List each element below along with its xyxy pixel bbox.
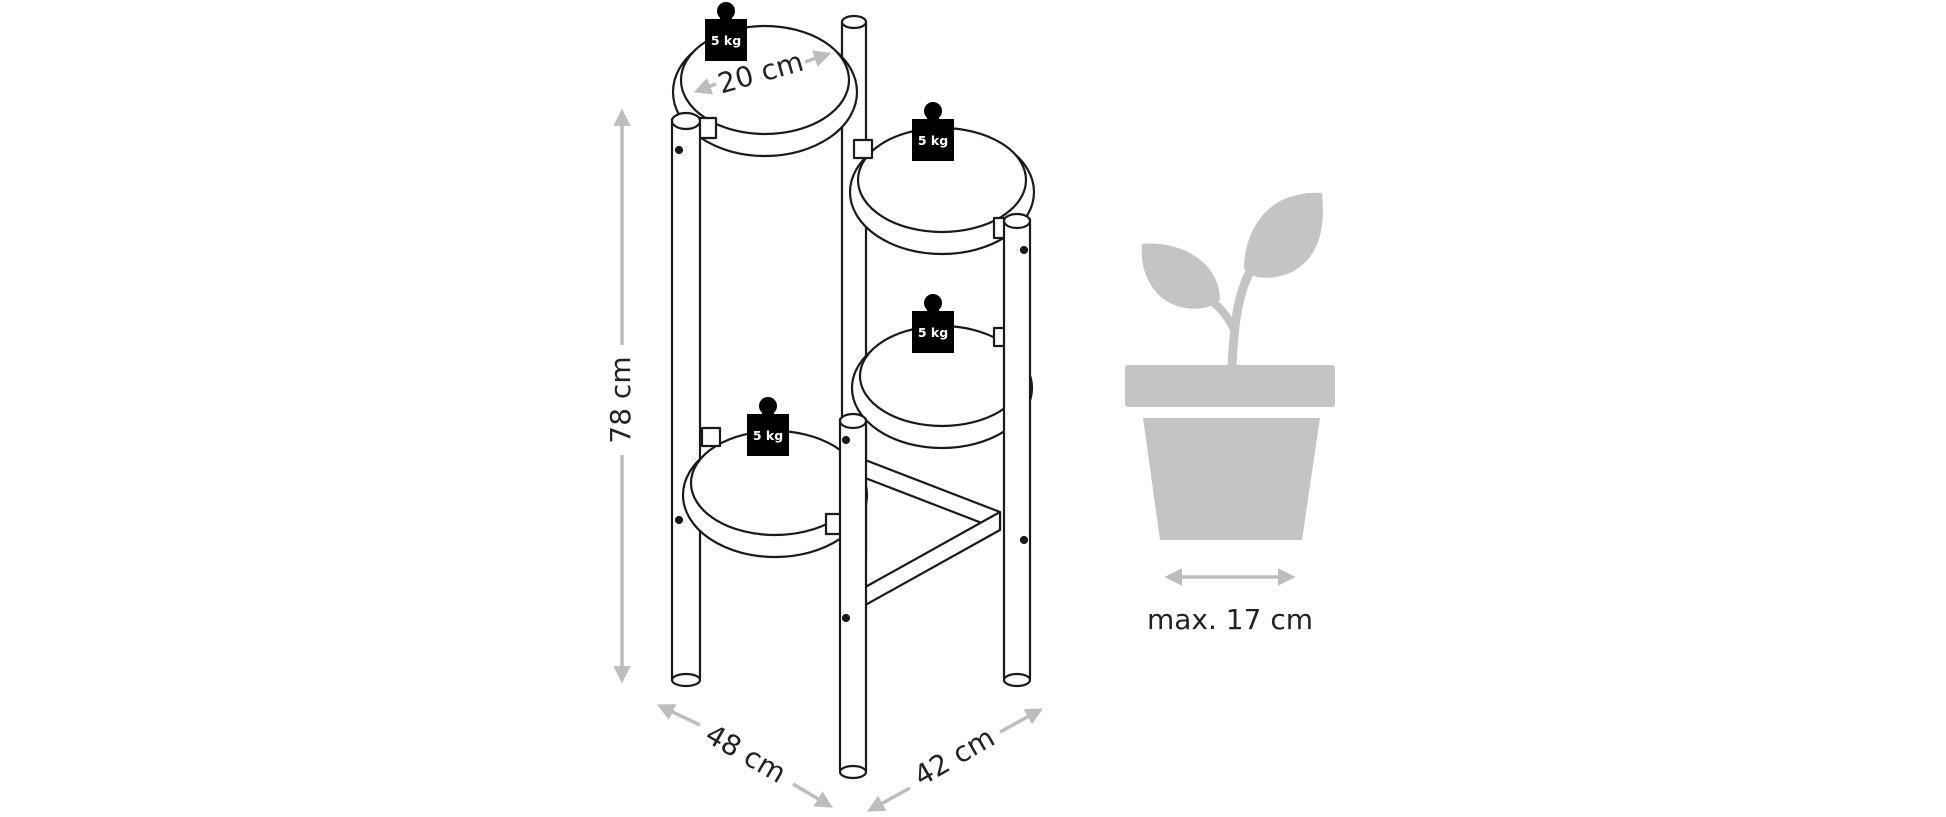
tray-load-label: 5 kg — [918, 133, 948, 148]
front-right-post — [1002, 212, 1032, 688]
leaf-left-icon — [1141, 243, 1220, 309]
height-label: 78 cm — [604, 356, 637, 443]
tray-load-label: 5 kg — [918, 325, 948, 340]
plant-pot-icon — [1125, 192, 1335, 540]
plant-stand — [670, 14, 1036, 780]
weight-icon — [912, 294, 954, 353]
depth-arrow-top — [656, 704, 701, 727]
diameter-arrow-left — [693, 77, 717, 95]
tray-mid-right — [850, 324, 1034, 450]
leaf-right-icon — [1244, 192, 1323, 278]
bottom-rails — [858, 456, 1002, 610]
tray-load-label: 5 kg — [753, 428, 783, 443]
front-center-post — [838, 412, 868, 780]
weight-icon — [705, 2, 747, 61]
weight-badge-3: 5 kg — [912, 294, 954, 353]
weight-badge-4: 5 kg — [747, 397, 789, 456]
weight-badge-2: 5 kg — [912, 102, 954, 161]
weight-badge-1: 5 kg — [705, 2, 747, 61]
weight-icon — [912, 102, 954, 161]
weight-icon — [747, 397, 789, 456]
diameter-arrow-right — [804, 50, 832, 67]
depth-label: 48 cm — [700, 718, 792, 790]
pot-max-label: max. 17 cm — [1147, 603, 1313, 636]
pot-rim — [1125, 365, 1335, 407]
tray-load-label: 5 kg — [711, 33, 741, 48]
depth-arrow-bottom — [792, 782, 834, 808]
front-left-post — [670, 111, 702, 688]
pot-body — [1143, 418, 1320, 540]
width-label: 42 cm — [908, 721, 1000, 793]
tray-lower-left — [681, 426, 869, 559]
width-arrow-bottom — [866, 786, 911, 812]
width-arrow-top — [999, 708, 1044, 734]
